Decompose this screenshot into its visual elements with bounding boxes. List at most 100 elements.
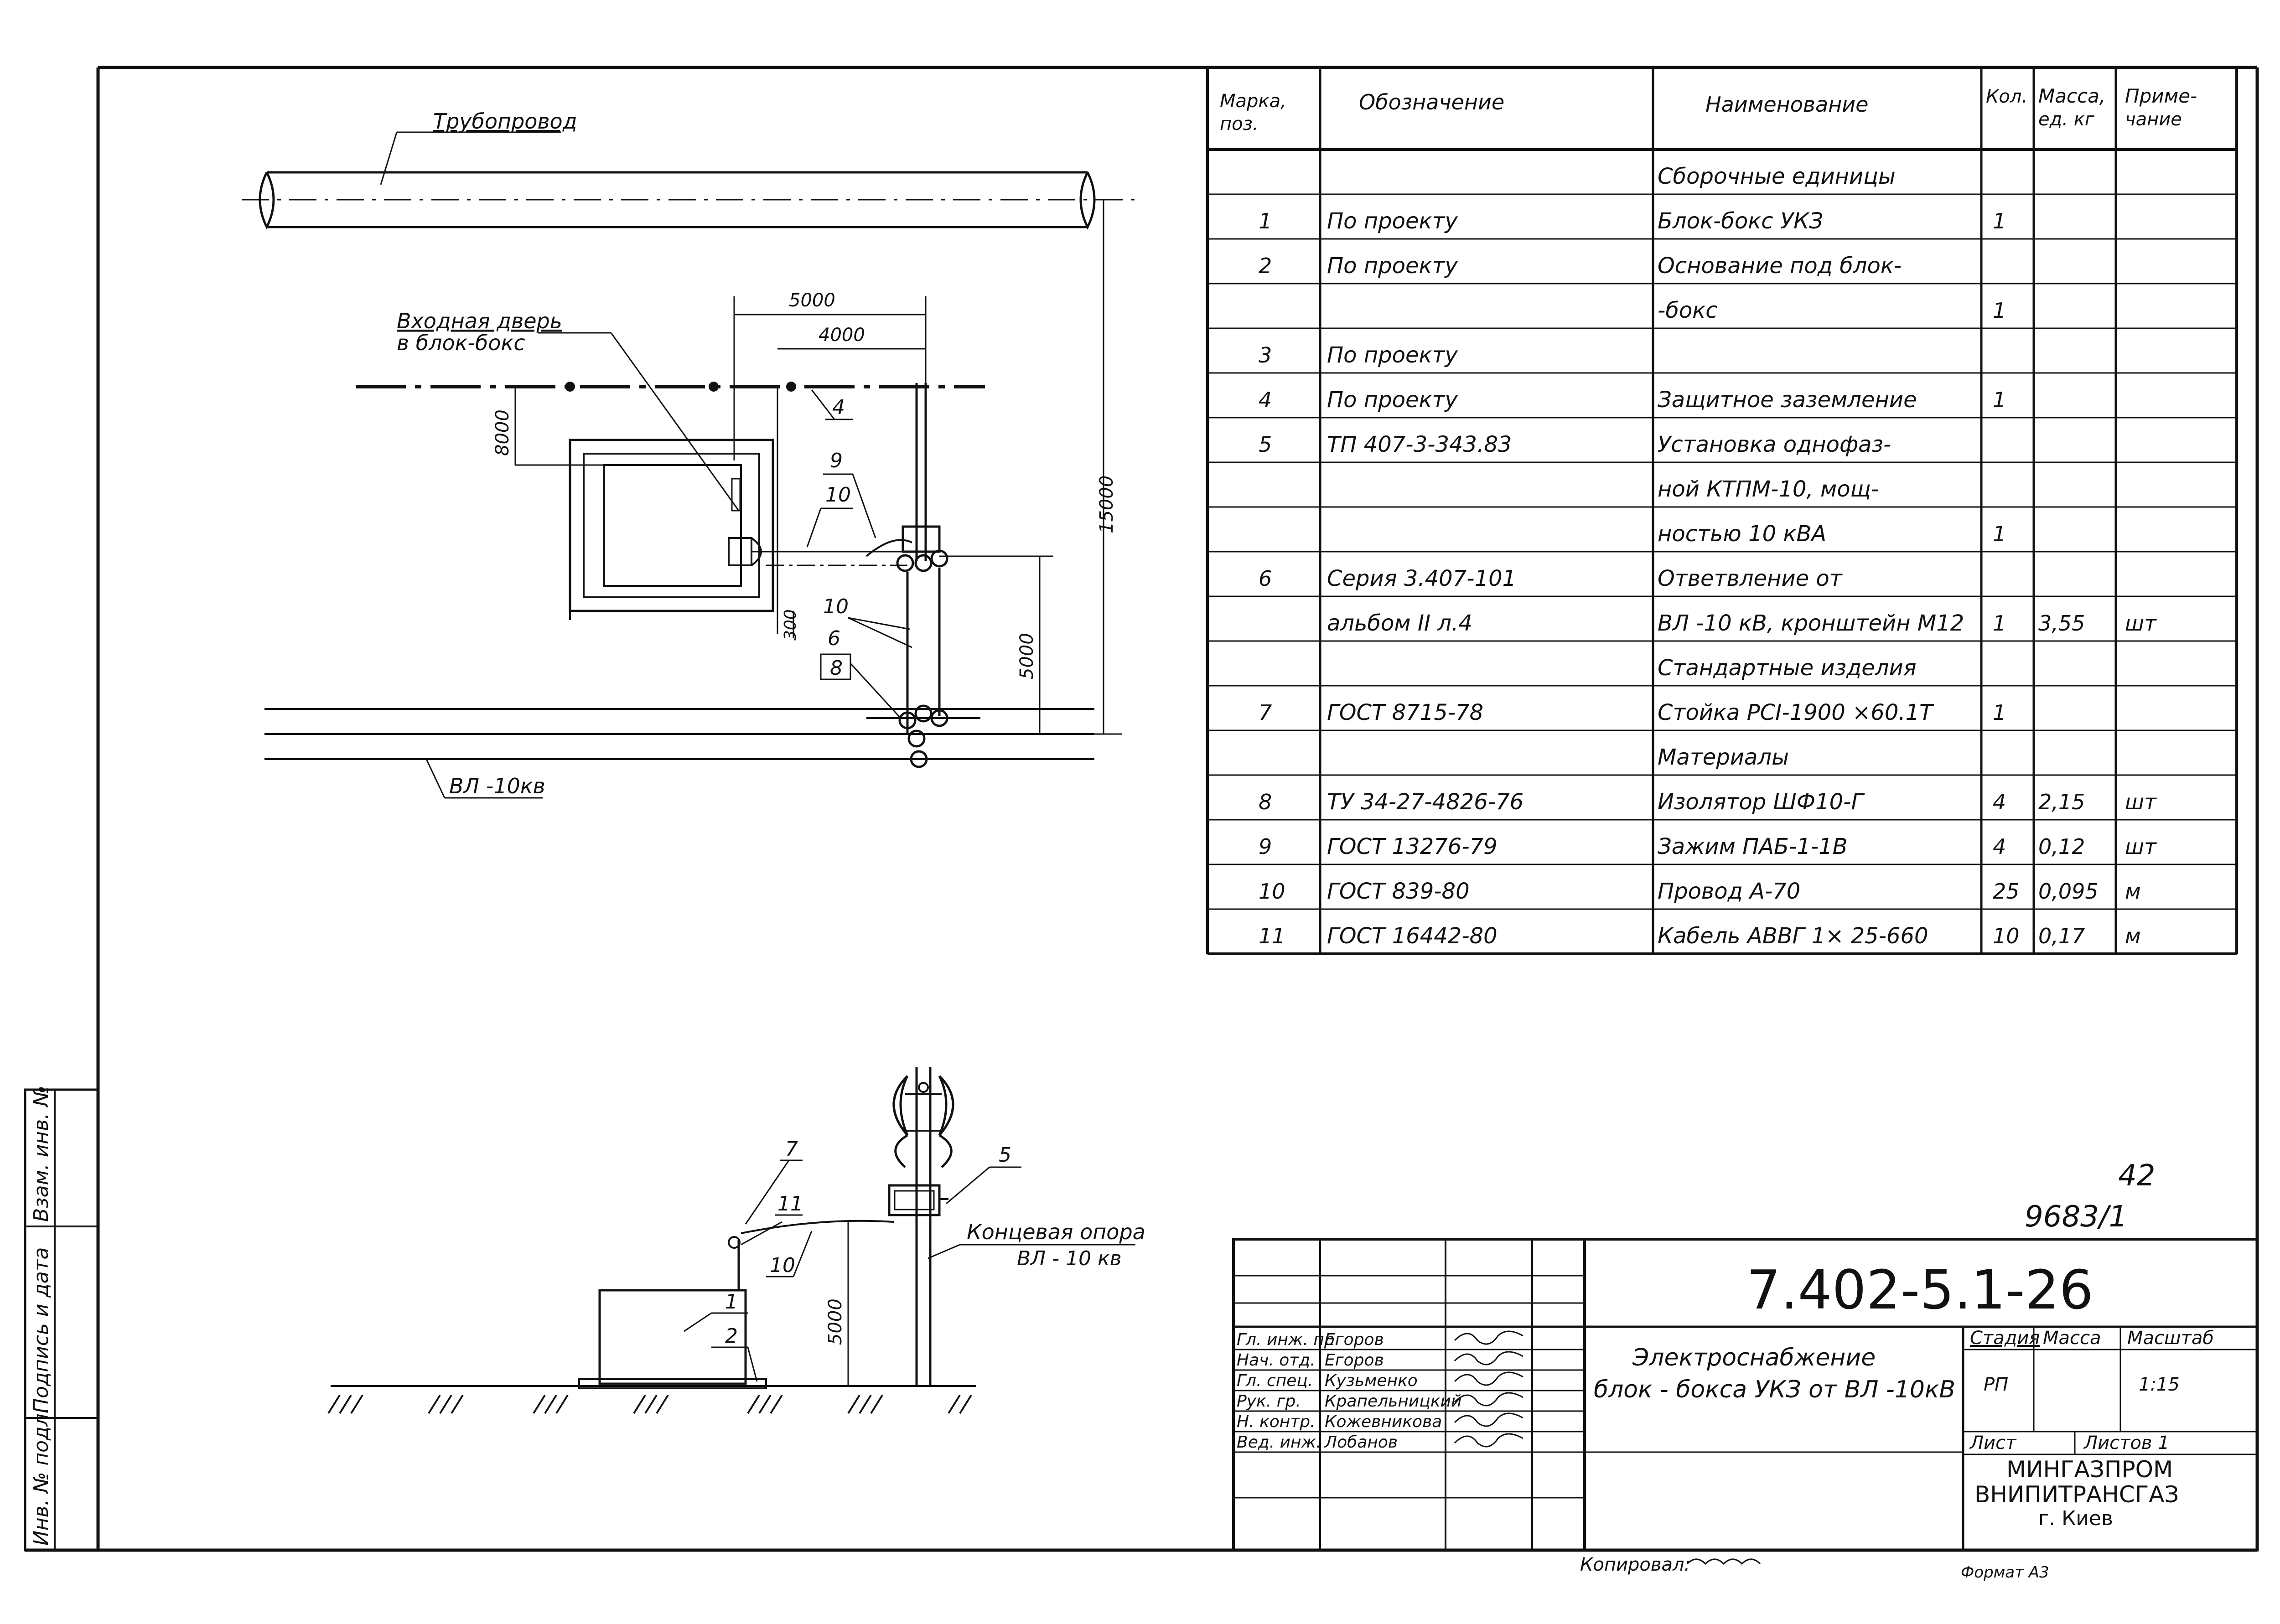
spec-row-note: м (2125, 924, 2141, 948)
spec-row-designation: По проекту (1327, 342, 1458, 368)
sheet-ref: 9683/1 (2025, 1200, 2127, 1234)
spec-row-note: м (2125, 879, 2141, 904)
spec-row-name: -бокс (1658, 298, 1718, 323)
spec-row-name: Защитное заземление (1658, 387, 1917, 413)
spec-row-designation: ГОСТ 16442-80 (1327, 923, 1498, 949)
spec-row-pos: 3 (1259, 343, 1272, 367)
spec-row-qty: 25 (1993, 879, 2020, 904)
callout-6: 6 (828, 627, 840, 650)
header-designation: Обозначение (1359, 90, 1504, 114)
side-vzam-inv: Взам. инв. № (30, 1086, 53, 1222)
signature-mark (1454, 1433, 1523, 1448)
signature-mark (1454, 1371, 1523, 1386)
side-podpis-data: Подпись и дата (30, 1247, 53, 1413)
side-stamp: Взам. инв. № Подпись и дата Инв. № подл. (24, 1086, 99, 1552)
end-pole (888, 1067, 954, 1386)
spec-row-designation: альбом II л.4 (1327, 610, 1472, 636)
plan-view: Трубопровод (242, 109, 1140, 799)
spec-row-name: Стандартные изделия (1658, 655, 1917, 681)
signer-role: Нач. отд. (1237, 1351, 1316, 1370)
header-mark: Марка, (1220, 91, 1286, 112)
spec-row-qty: 1 (1993, 700, 2006, 725)
vl10-label: ВЛ -10кв (449, 774, 545, 798)
signature-mark (1454, 1412, 1523, 1427)
spec-row-mass: 2,15 (2038, 790, 2085, 814)
elev-dim-5000: 5000 (825, 1298, 846, 1345)
signer-name: Кузьменко (1325, 1371, 1418, 1390)
spec-row-designation: ГОСТ 8715-78 (1327, 700, 1483, 725)
drawing-code: 7.402-5.1-26 (1746, 1258, 2093, 1321)
spec-row-designation: Серия 3.407-101 (1327, 566, 1516, 591)
dim-15000: 15000 (1096, 476, 1117, 533)
spec-row-name: ВЛ -10 кВ, кронштейн М12 (1658, 610, 1964, 636)
door-label-2: в блок-бокс (397, 331, 525, 355)
signer-name: Егоров (1325, 1330, 1384, 1349)
title-block: 7.402-5.1-26 Электроснабжение блок - бок… (1232, 1238, 2259, 1552)
elev-callout-1: 1 (725, 1290, 738, 1314)
signer-role: Н. контр. (1237, 1412, 1316, 1431)
callout-10a: 10 (825, 483, 851, 507)
spec-row-designation: По проекту (1327, 387, 1458, 413)
spec-row-designation: ТУ 34-27-4826-76 (1327, 789, 1523, 815)
spec-row-name: Основание под блок- (1658, 253, 1902, 279)
ground-hatch (327, 1394, 972, 1414)
signer-role: Вед. инж. (1237, 1433, 1321, 1452)
elev-callout-11: 11 (777, 1192, 803, 1215)
spec-row-designation: По проекту (1327, 253, 1458, 279)
signature-mark (1454, 1392, 1523, 1407)
signer-name: Крапельницкий (1325, 1392, 1461, 1411)
spec-row-pos: 2 (1259, 253, 1272, 278)
spec-row-designation: ТП 407-3-343.83 (1327, 432, 1512, 457)
copied-by: Копировал: (1580, 1554, 1690, 1575)
spec-row-name: Провод А-70 (1658, 879, 1800, 904)
elev-callout-7: 7 (785, 1138, 798, 1161)
callout-8: 8 (830, 657, 843, 680)
spec-row-name: Материалы (1658, 745, 1789, 770)
stage-value: РП (1984, 1374, 2008, 1395)
block-box-elevation (598, 1289, 747, 1385)
spec-row-note: шт (2125, 834, 2157, 859)
vl10-line: ВЛ -10кв (264, 708, 1094, 799)
dim-5000-side: 5000 (1016, 633, 1037, 679)
door-label-1: Входная дверь (397, 309, 562, 333)
spec-row-pos: 1 (1259, 209, 1272, 233)
signature-mark (1454, 1330, 1523, 1345)
signer-role: Гл. спец. (1237, 1371, 1313, 1390)
signer-role: Рук. гр. (1237, 1392, 1301, 1411)
spec-row-qty: 4 (1993, 790, 2006, 814)
spec-row-name: Зажим ПАБ-1-1В (1658, 834, 1848, 859)
spec-row-name: Стойка РСI-1900 ×60.1Т (1658, 700, 1934, 725)
spec-row-pos: 9 (1259, 834, 1272, 859)
spec-row-note: шт (2125, 790, 2157, 814)
spec-row-name: Сборочные единицы (1658, 164, 1896, 189)
elev-callout-2: 2 (725, 1324, 738, 1348)
signer-name: Лобанов (1324, 1433, 1398, 1452)
side-inv-podl: Инв. № подл. (30, 1407, 53, 1546)
org-line-1: МИНГАЗПРОМ (2006, 1456, 2173, 1483)
spec-row-pos: 7 (1259, 700, 1272, 725)
header-mass: ед. кг (2038, 109, 2095, 130)
spec-row-name: Установка однофаз- (1658, 432, 1891, 457)
pole-label-1: Концевая опора (967, 1220, 1145, 1244)
scale-value: 1:15 (2139, 1374, 2180, 1395)
elevation-view: 5000 7 11 10 (327, 1067, 1145, 1414)
org-line-2: ВНИПИТРАНСГАЗ (1974, 1481, 2179, 1508)
spec-row-name: Кабель АВВГ 1× 25-660 (1658, 923, 1928, 949)
spec-row-mass: 3,55 (2038, 611, 2085, 636)
spec-row-pos: 11 (1259, 924, 1285, 948)
sheet-number: 42 (2118, 1159, 2155, 1193)
spec-row-qty: 1 (1993, 209, 2006, 233)
pole-cluster-upper (865, 525, 948, 734)
header-mass: Масса, (2038, 85, 2105, 107)
signer-name: Кожевникова (1325, 1412, 1442, 1431)
callout-9: 9 (830, 449, 843, 472)
spec-row-designation: ГОСТ 13276-79 (1327, 834, 1498, 859)
header-note: Приме- (2125, 85, 2197, 107)
spec-row-designation: По проекту (1327, 208, 1458, 234)
spec-row-name: ной КТПМ-10, мощ- (1658, 476, 1879, 502)
spec-row-pos: 5 (1259, 432, 1272, 457)
block-base (578, 1378, 767, 1389)
